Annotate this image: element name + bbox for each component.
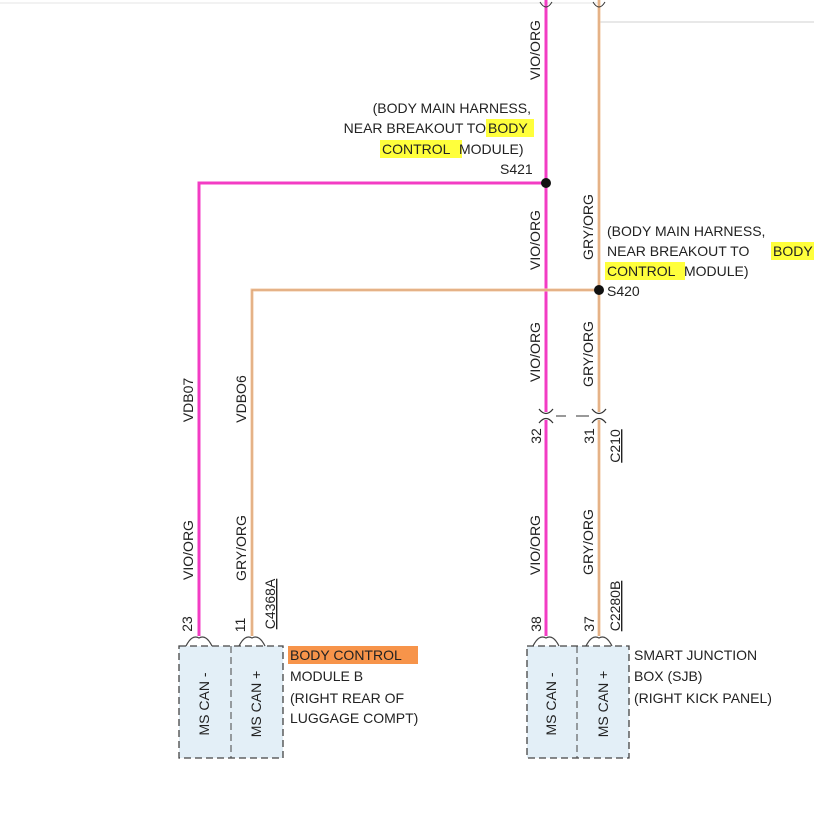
c2280b-pin-38: 38: [528, 616, 544, 632]
wire-label-vio-mid: VIO/ORG: [527, 210, 543, 270]
vio-org-wires: [197, 0, 548, 636]
wire-label-vdb07-color: VIO/ORG: [180, 520, 196, 580]
wire-vdb06-core: [251, 289, 599, 636]
s420-note-line2b: BODY: [773, 243, 813, 259]
sjb-line3: (RIGHT KICK PANEL): [634, 690, 772, 706]
c4368a-pin-11: 11: [232, 618, 248, 633]
s420-note-line3b: MODULE): [684, 263, 749, 279]
s421-note-line3b: MODULE): [459, 141, 524, 157]
bcm-pin-ms-can-minus: MS CAN -: [196, 672, 212, 735]
splice-s421-label: S421: [500, 161, 533, 177]
module-sjb-box: [526, 645, 630, 759]
bcm-line4: LUGGAGE COMPT): [290, 710, 418, 726]
bcm-name-highlight: [288, 646, 418, 664]
wire-break-top-gry: [592, 1, 606, 8]
s421-highlight-body: [486, 119, 534, 137]
connector-c4368a-label: C4368A: [262, 578, 278, 629]
wire-vdb07: [197, 181, 546, 636]
sjb-line2: BOX (SJB): [634, 668, 702, 684]
s421-note-line1: (BODY MAIN HARNESS,: [373, 100, 531, 116]
wire-label-vdb06-color: GRY/ORG: [233, 515, 249, 581]
splice-s420-dot: [594, 285, 604, 295]
c2280b-pin-37: 37: [581, 616, 597, 632]
circuit-label-vdb07: VDB07: [180, 378, 196, 423]
bcm-line3: (RIGHT REAR OF: [290, 690, 404, 706]
splice-s421-dot: [541, 178, 551, 188]
gry-org-wires: [250, 0, 601, 636]
s420-note-line3a: CONTROL: [607, 263, 676, 279]
bcm-pin-ms-can-plus: MS CAN +: [248, 671, 264, 738]
s420-highlight-body: [771, 242, 814, 260]
c4368a-pin-23: 23: [179, 616, 195, 632]
sjb-pin-ms-can-plus: MS CAN +: [595, 671, 611, 738]
sjb-line1: SMART JUNCTION: [634, 647, 757, 663]
circuit-label-vdb06: VDBO6: [233, 375, 249, 423]
panel-edge: [599, 0, 814, 23]
module-bcm: MS CAN - MS CAN +: [178, 636, 284, 759]
wire-label-gry-bottom: GRY/ORG: [580, 509, 596, 575]
inline-connector-c210: [538, 408, 607, 424]
wire-break-top-vio: [539, 1, 553, 8]
s421-highlight-control: [380, 140, 462, 158]
s420-note-line1: (BODY MAIN HARNESS,: [607, 223, 765, 239]
module-sjb: MS CAN - MS CAN +: [526, 636, 630, 759]
wire-label-vio-lower: VIO/ORG: [527, 322, 543, 382]
sjb-pin-ms-can-minus: MS CAN -: [543, 672, 559, 735]
splice-s420-label: S420: [607, 283, 640, 299]
bcm-line2: MODULE B: [290, 668, 363, 684]
wire-label-gry-mid: GRY/ORG: [580, 194, 596, 260]
wire-label-gry-lower: GRY/ORG: [580, 321, 596, 387]
wire-label-vio-top: VIO/ORG: [527, 20, 543, 80]
bcm-name: BODY CONTROL: [290, 647, 402, 663]
c210-pin-31: 31: [581, 428, 597, 444]
s421-note-line2b: BODY: [488, 120, 528, 136]
connector-c210-label: C210: [607, 429, 623, 463]
s421-note-line3a: CONTROL: [382, 141, 451, 157]
s420-note-line2a: NEAR BREAKOUT TO: [607, 243, 749, 259]
connector-c2280b-label: C2280B: [607, 581, 623, 632]
s420-highlight-control: [605, 262, 685, 280]
s421-note-line2a: NEAR BREAKOUT TO: [344, 120, 486, 136]
c210-pin-32: 32: [528, 428, 544, 444]
wire-label-vio-bottom: VIO/ORG: [527, 515, 543, 575]
